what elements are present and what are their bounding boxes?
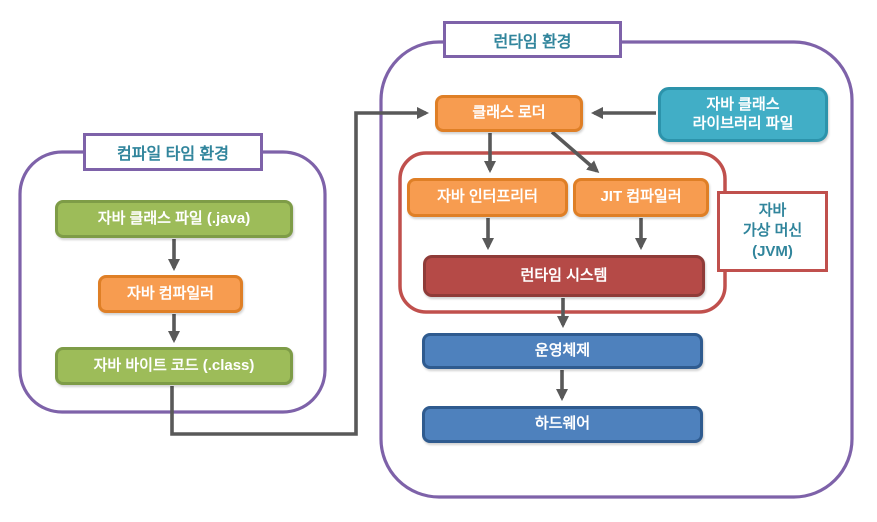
node-java-interpreter: 자바 인터프리터 xyxy=(407,178,568,217)
compile-time-title-label: 컴파일 타임 환경 xyxy=(117,146,229,163)
arrow-bytecode-to-classloader xyxy=(170,106,430,436)
node-java-compiler: 자바 컴파일러 xyxy=(98,275,243,313)
node-class-loader: 클래스 로더 xyxy=(435,95,583,132)
java-bytecode-label: 자바 바이트 코드 (.class) xyxy=(93,356,255,374)
node-java-class-library: 자바 클래스 라이브러리 파일 xyxy=(658,87,828,142)
jit-compiler-label: JIT 컴파일러 xyxy=(600,188,682,206)
connector-arrows xyxy=(167,106,656,436)
operating-system-label: 운영체제 xyxy=(534,341,591,359)
class-library-label-line2: 라이브러리 파일 xyxy=(692,114,794,132)
java-class-file-label: 자바 클래스 파일 (.java) xyxy=(97,209,251,227)
runtime-title-label: 런타임 환경 xyxy=(493,33,572,51)
jvm-label-line2: 가상 머신 xyxy=(742,222,803,240)
node-operating-system: 운영체제 xyxy=(422,333,703,369)
jvm-label-line1: 자바 xyxy=(758,202,787,220)
java-interpreter-label: 자바 인터프리터 xyxy=(437,188,538,206)
node-java-bytecode: 자바 바이트 코드 (.class) xyxy=(55,347,293,385)
node-hardware: 하드웨어 xyxy=(422,406,703,443)
node-runtime-system: 런타임 시스템 xyxy=(423,255,705,297)
jvm-label-line3: (JVM) xyxy=(752,242,793,260)
node-java-class-file: 자바 클래스 파일 (.java) xyxy=(55,200,293,238)
java-compiler-label: 자바 컴파일러 xyxy=(127,284,214,302)
class-library-label-line1: 자바 클래스 xyxy=(706,95,780,113)
compile-time-title: 컴파일 타임 환경 xyxy=(83,133,263,171)
jvm-label-box: 자바 가상 머신 (JVM) xyxy=(717,191,828,272)
runtime-title: 런타임 환경 xyxy=(443,21,622,58)
class-loader-label: 클래스 로더 xyxy=(472,104,546,122)
arrow-classloader-to-jit xyxy=(550,130,600,174)
runtime-system-label: 런타임 시스템 xyxy=(520,266,608,284)
hardware-label: 하드웨어 xyxy=(534,415,591,433)
node-jit-compiler: JIT 컴파일러 xyxy=(573,178,709,217)
